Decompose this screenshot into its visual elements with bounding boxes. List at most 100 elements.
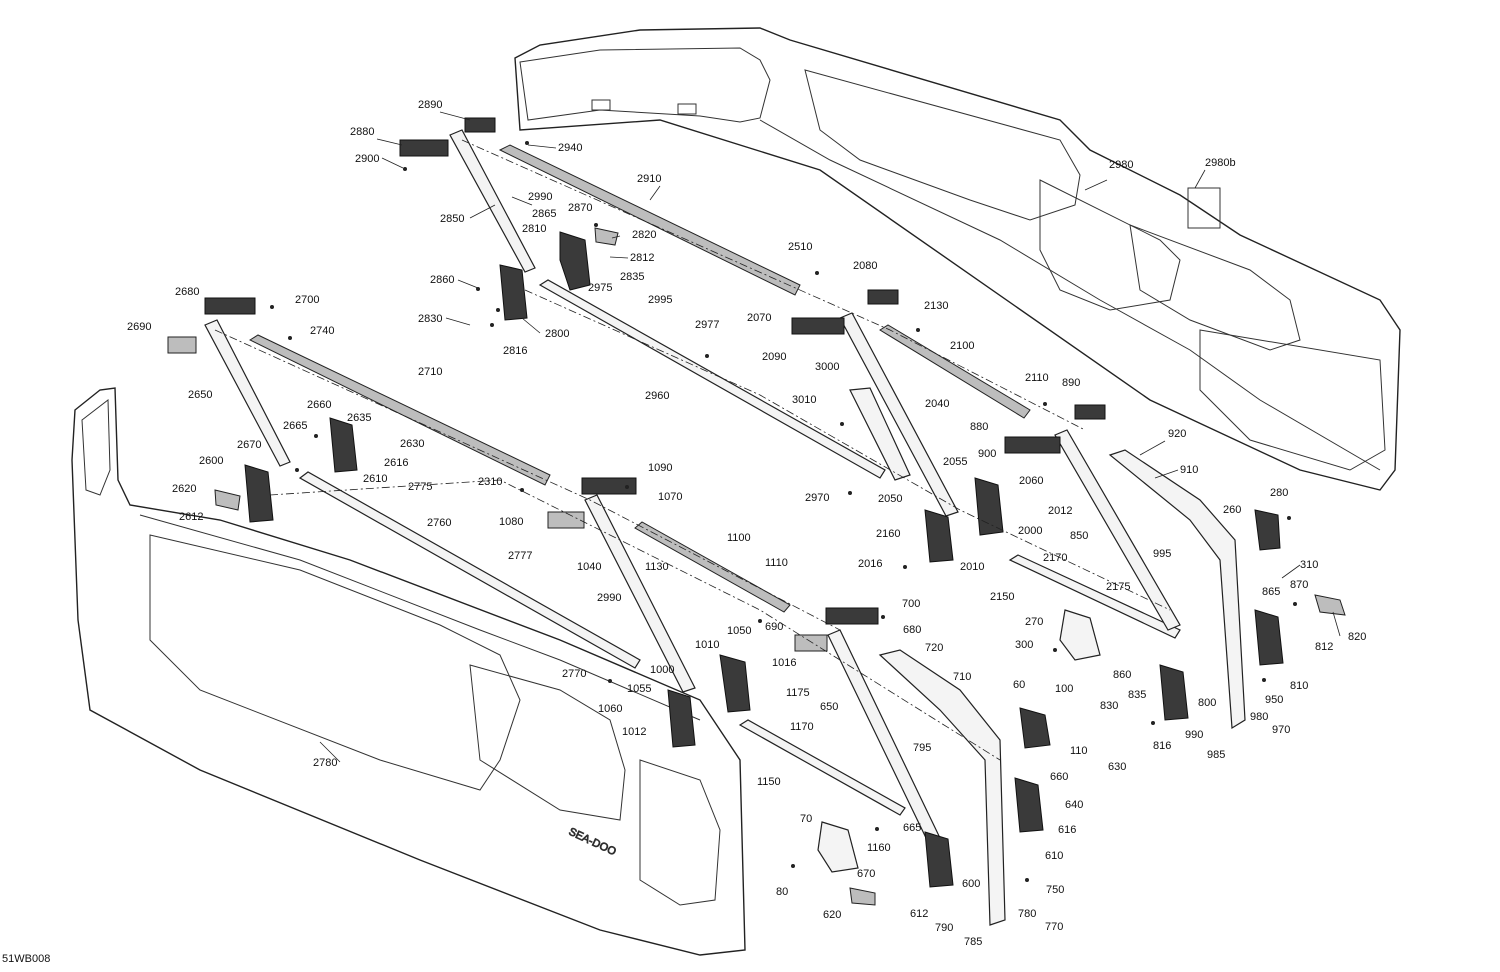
part-label: 835: [1128, 689, 1146, 701]
part-label: 2630: [400, 438, 424, 450]
part-label: 1070: [658, 491, 682, 503]
part-label: 2980b: [1205, 157, 1236, 169]
part-label: 650: [820, 701, 838, 713]
part-label: 2835: [620, 271, 644, 283]
part-label: 2510: [788, 241, 812, 253]
part-label: 2620: [172, 483, 196, 495]
part-label: 2995: [648, 294, 672, 306]
part-label: 612: [910, 908, 928, 920]
part-label: 2870: [568, 202, 592, 214]
part-label: 785: [964, 936, 982, 948]
part-label: 2975: [588, 282, 612, 294]
leader-lines: [319, 111, 1341, 763]
center-lines: [214, 139, 1171, 761]
part-label: 620: [823, 909, 841, 921]
part-label: 2600: [199, 455, 223, 467]
part-label: 1040: [577, 561, 601, 573]
part-label: 2010: [960, 561, 984, 573]
part-label: 1110: [765, 557, 788, 569]
part-label: 2090: [762, 351, 786, 363]
part-label: 2100: [950, 340, 974, 352]
part-number-labels: 2890 2880 2900 2940 2910 2850 2990 2865 …: [127, 99, 1366, 948]
part-label: 600: [962, 878, 980, 890]
part-label: 2110: [1025, 372, 1049, 384]
part-label: 2960: [645, 390, 669, 402]
part-label: 2775: [408, 481, 432, 493]
part-label: 816: [1153, 740, 1171, 752]
part-label: 780: [1018, 908, 1036, 920]
part-label: 670: [857, 868, 875, 880]
part-label: 1170: [790, 721, 814, 733]
part-label: 2650: [188, 389, 212, 401]
part-label: 1060: [598, 703, 622, 715]
part-label: 260: [1223, 504, 1241, 516]
part-label: 2890: [418, 99, 442, 111]
part-label: 2980: [1109, 159, 1133, 171]
part-label: 2665: [283, 420, 307, 432]
part-label: 2830: [418, 313, 442, 325]
part-label: 1055: [627, 683, 651, 695]
part-label: 890: [1062, 377, 1080, 389]
part-label: 630: [1108, 761, 1126, 773]
part-label: 2055: [943, 456, 967, 468]
part-label: 2000: [1018, 525, 1042, 537]
part-label: 660: [1050, 771, 1068, 783]
part-label: 2700: [295, 294, 319, 306]
part-label: 310: [1300, 559, 1318, 571]
part-label: 1010: [695, 639, 719, 651]
part-label: 2880: [350, 126, 374, 138]
part-label: 1050: [727, 625, 751, 637]
part-label: 1160: [867, 842, 891, 854]
part-label: 2012: [1048, 505, 1072, 517]
part-label: 900: [978, 448, 996, 460]
part-label: 80: [776, 886, 788, 898]
lower-side-panel: SEA-DOO: [71, 387, 746, 956]
part-label: 880: [970, 421, 988, 433]
upper-side-panel: [514, 27, 1401, 491]
part-label: 1080: [499, 516, 523, 528]
part-label: 70: [800, 813, 812, 825]
part-label: 280: [1270, 487, 1288, 499]
part-label: 2040: [925, 398, 949, 410]
part-label: 850: [1070, 530, 1088, 542]
part-label: 910: [1180, 464, 1198, 476]
part-label: 1016: [772, 657, 796, 669]
part-label: 2150: [990, 591, 1014, 603]
part-label: 2610: [363, 473, 387, 485]
part-label: 2070: [747, 312, 771, 324]
part-label: 640: [1065, 799, 1083, 811]
part-label: 2660: [307, 399, 331, 411]
part-label: 995: [1153, 548, 1171, 560]
part-label: 1012: [622, 726, 646, 738]
part-label: 2990: [597, 592, 621, 604]
part-label: 2910: [637, 173, 661, 185]
part-label: 2170: [1043, 552, 1067, 564]
part-label: 830: [1100, 700, 1118, 712]
part-label: 970: [1272, 724, 1290, 736]
part-label: 3010: [792, 394, 816, 406]
part-label: 865: [1262, 586, 1280, 598]
part-label: 2080: [853, 260, 877, 272]
part-label: 2812: [630, 252, 654, 264]
part-label: 2770: [562, 668, 586, 680]
part-label: 2690: [127, 321, 151, 333]
part-label: 2977: [695, 319, 719, 331]
part-label: 2780: [313, 757, 337, 769]
rails: [248, 144, 1246, 926]
part-label: 750: [1046, 884, 1064, 896]
part-label: 2130: [924, 300, 948, 312]
part-label: 950: [1265, 694, 1283, 706]
part-label: 2900: [355, 153, 379, 165]
part-label: 680: [903, 624, 921, 636]
part-label: 720: [925, 642, 943, 654]
part-label: 1130: [645, 561, 669, 573]
part-label: 665: [903, 822, 921, 834]
part-label: 2777: [508, 550, 532, 562]
part-label: 2865: [532, 208, 556, 220]
part-label: 270: [1025, 616, 1043, 628]
part-label: 2940: [558, 142, 582, 154]
part-label: 616: [1058, 824, 1076, 836]
part-label: 990: [1185, 729, 1203, 741]
part-label: 2016: [858, 558, 882, 570]
